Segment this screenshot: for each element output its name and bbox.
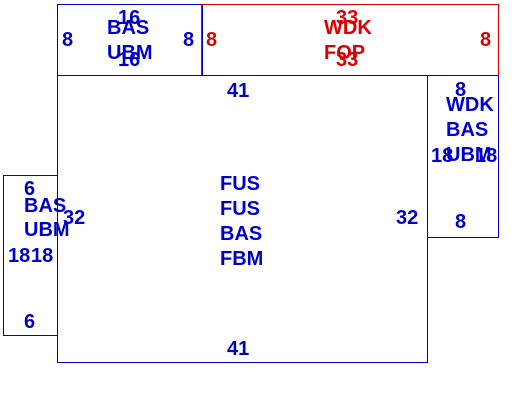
top-right-top-value: 33	[336, 7, 359, 29]
center-top-value: 41	[227, 80, 250, 102]
center-line2: FUS	[220, 198, 260, 220]
box-left	[3, 175, 58, 336]
left-line2: UBM	[24, 219, 70, 241]
right-line2: BAS	[446, 119, 489, 141]
center-bottom-value: 41	[227, 338, 250, 360]
right-top-value: 8	[455, 79, 467, 101]
top-right-line1: WDK	[324, 17, 372, 39]
top-right-right-value: 8	[480, 29, 492, 51]
right-left-value: 18	[431, 145, 454, 167]
right-bottom-value: 8	[455, 211, 467, 233]
top-left-bottom-value: 16	[118, 49, 141, 71]
center-line4: FBM	[220, 248, 264, 270]
top-left-top-value: 16	[118, 7, 141, 29]
left-left-value: 18	[8, 245, 31, 267]
left-bottom-value: 6	[24, 311, 36, 333]
top-left-line1: BAS	[107, 17, 150, 39]
center-line3: BAS	[220, 223, 263, 245]
center-left-value: 32	[63, 207, 86, 229]
top-right-left-value: 8	[206, 29, 218, 51]
top-left-left-value: 8	[62, 29, 74, 51]
top-right-bottom-value: 33	[336, 49, 359, 71]
right-line1: WDK	[446, 94, 494, 116]
left-line1: BAS	[24, 195, 67, 217]
top-right-line2: FOP	[324, 42, 366, 64]
left-right-value: 18	[31, 245, 54, 267]
right-right-value: 18	[475, 145, 498, 167]
box-right	[427, 75, 499, 238]
left-top-value: 6	[24, 178, 36, 200]
center-right-value: 32	[396, 207, 419, 229]
right-line3: UBM	[446, 144, 492, 166]
top-left-line2: UBM	[107, 42, 153, 64]
top-left-right-value: 8	[183, 29, 195, 51]
center-line1: FUS	[220, 173, 260, 195]
